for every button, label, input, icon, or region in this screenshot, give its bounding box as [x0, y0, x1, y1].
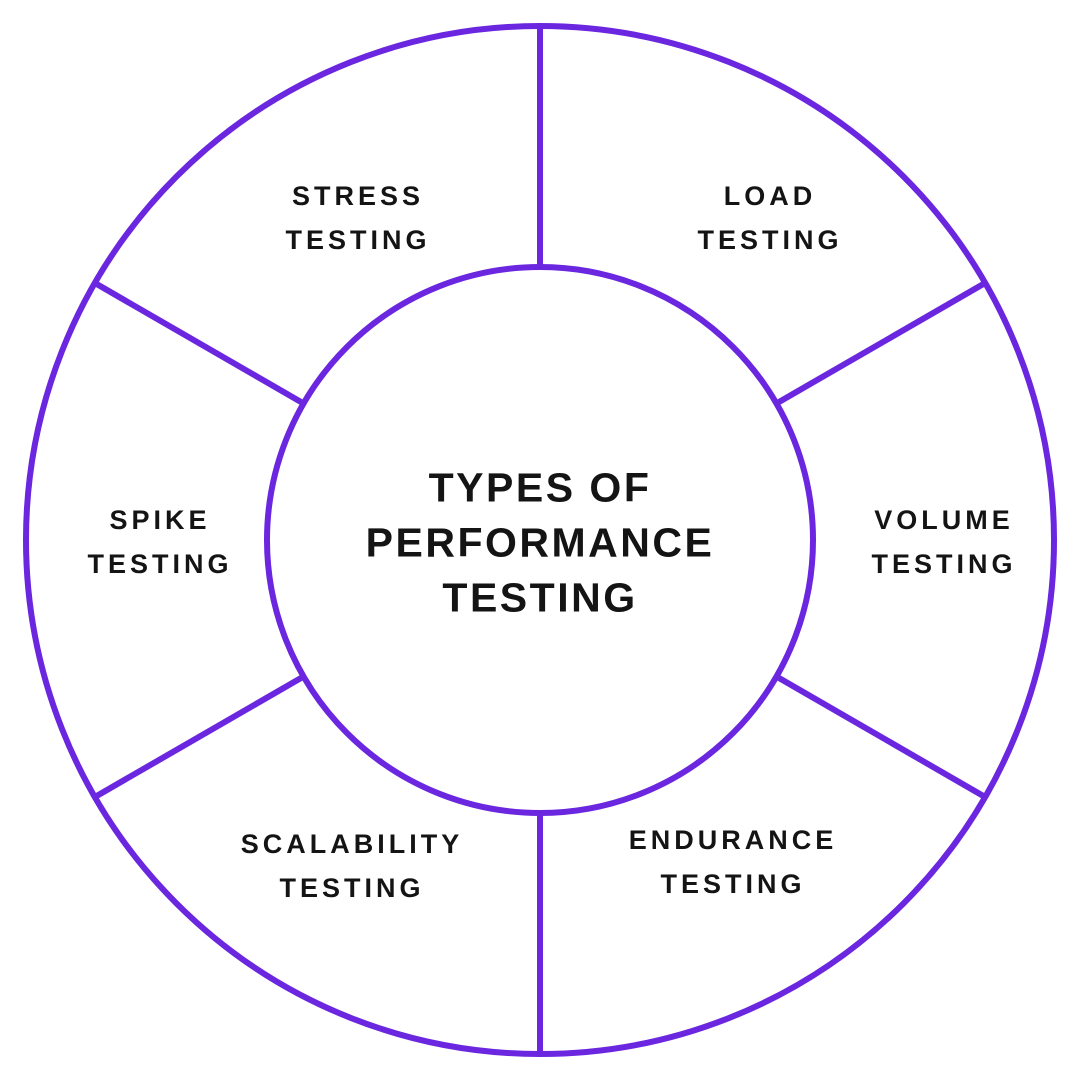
segment-label-line: TESTING	[660, 869, 806, 899]
segment-label-line: ENDURANCE	[628, 825, 838, 855]
segment-label-line: TESTING	[279, 873, 425, 903]
segment-label-line: SPIKE	[109, 505, 211, 535]
segment-label-spike-testing: SPIKE TESTING	[87, 498, 232, 586]
spoke-lower-left	[93, 673, 306, 800]
segment-label-volume-testing: VOLUME TESTING	[871, 498, 1016, 586]
segment-label-scalability-testing: SCALABILITY TESTING	[241, 822, 464, 910]
diagram-title-line: TESTING	[442, 574, 638, 621]
diagram-title: TYPES OF PERFORMANCE TESTING	[366, 461, 715, 626]
segment-label-endurance-testing: ENDURANCE TESTING	[629, 818, 838, 906]
segment-label-line: TESTING	[697, 225, 843, 255]
spoke-lower-right	[774, 673, 987, 800]
diagram-title-line: TYPES OF	[428, 464, 652, 511]
segment-label-line: TESTING	[871, 549, 1017, 579]
segment-label-line: TESTING	[87, 549, 233, 579]
segment-label-line: STRESS	[291, 181, 425, 211]
spoke-upper-right	[774, 280, 987, 407]
segment-label-line: VOLUME	[874, 505, 1014, 535]
segment-label-line: LOAD	[723, 181, 817, 211]
segment-label-stress-testing: STRESS TESTING	[285, 174, 430, 262]
segment-label-line: TESTING	[285, 225, 431, 255]
diagram-title-line: PERFORMANCE	[365, 519, 715, 566]
segment-label-line: SCALABILITY	[240, 829, 464, 859]
segment-label-load-testing: LOAD TESTING	[697, 174, 842, 262]
spoke-upper-left	[93, 280, 306, 407]
